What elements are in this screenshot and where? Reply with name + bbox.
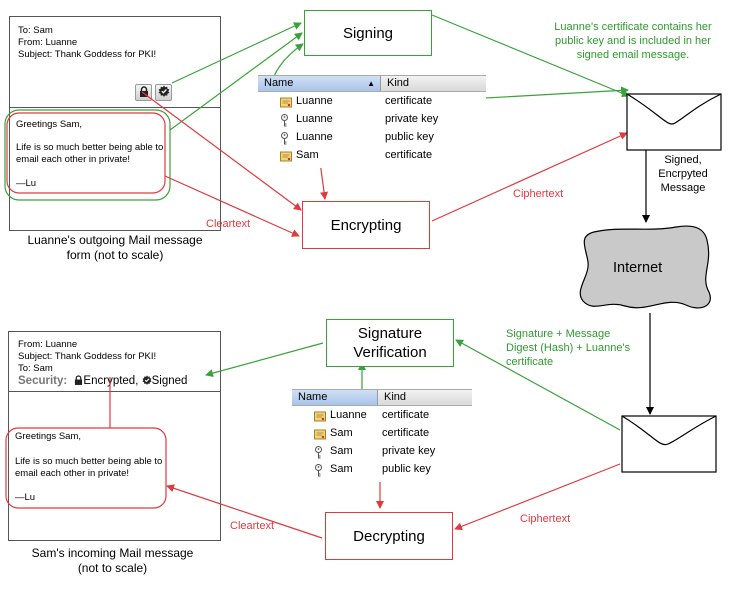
cleartext-label-top: Cleartext — [206, 218, 251, 230]
keychain-top-row[interactable]: Luanne public key — [258, 128, 486, 146]
signature-note: Signature + Message Digest (Hash) + Luan… — [506, 328, 631, 368]
certificate-icon — [314, 428, 326, 439]
keychain-top-item-name: Sam — [296, 149, 319, 161]
key-icon — [314, 445, 325, 458]
col-kind-label: Kind — [384, 391, 407, 403]
keychain-top-item-name: Luanne — [296, 95, 333, 107]
outgoing-mail-form: To: Sam From: Luanne Subject: Thank Godd… — [9, 16, 221, 231]
incoming-divider — [9, 391, 220, 392]
lock-icon — [139, 84, 149, 102]
internet-label: Internet — [613, 260, 663, 276]
outgoing-from: From: Luanne — [18, 37, 78, 48]
incoming-body: Life is so much better being able to ema… — [15, 456, 163, 479]
keychain-top-item-kind: certificate — [385, 149, 433, 161]
keychain-top-item-name: Luanne — [296, 113, 333, 125]
keychain-top-header: Name ▲ Kind — [258, 75, 486, 92]
certificate-note: Luanne's certificate contains her public… — [554, 21, 712, 61]
sign-button[interactable] — [155, 84, 172, 101]
keychain-bottom-row[interactable]: Sam public key — [292, 460, 472, 478]
col-name-label: Name — [264, 77, 294, 89]
keychain-top-item-name: Luanne — [296, 131, 333, 143]
incoming-caption: Sam's incoming Mail message (not to scal… — [31, 546, 194, 575]
keychain-bottom-row[interactable]: Luanne certificate — [292, 406, 472, 424]
signing-box: Signing — [304, 10, 432, 56]
keychain-bottom-row[interactable]: Sam private key — [292, 442, 472, 460]
col-kind-label: Kind — [387, 77, 410, 89]
keychain-bottom-row[interactable]: Sam certificate — [292, 424, 472, 442]
keychain-top-item-kind: private key — [385, 113, 439, 125]
outgoing-caption: Luanne's outgoing Mail message form (not… — [27, 233, 203, 262]
certificate-icon — [280, 150, 292, 161]
keychain-bottom-item-name: Sam — [330, 445, 353, 457]
key-icon — [280, 113, 291, 126]
incoming-greeting: Greetings Sam, — [15, 431, 81, 442]
seal-icon — [158, 84, 170, 102]
incoming-from: From: Luanne — [18, 339, 78, 350]
envelope-caption: Signed, Encrpyted Message — [658, 154, 708, 194]
envelope-bottom-shape — [621, 415, 717, 473]
decrypting-box: Decrypting — [325, 512, 453, 560]
keychain-top-kind-column[interactable]: Kind — [381, 76, 486, 91]
keychain-bottom-item-kind: private key — [382, 445, 436, 457]
signature-verification-box: Signature Verification — [326, 319, 454, 367]
keychain-bottom-item-kind: public key — [382, 463, 431, 475]
signed-status: Signed — [151, 375, 188, 387]
certificate-icon — [314, 410, 326, 421]
certificate-icon — [280, 96, 292, 107]
key-icon — [280, 131, 291, 144]
ciphertext-label-bottom: Ciphertext — [520, 513, 571, 525]
keychain-bottom-kind-column[interactable]: Kind — [378, 390, 472, 405]
key-icon — [314, 463, 325, 476]
keychain-bottom-item-kind: certificate — [382, 427, 430, 439]
lock-icon — [74, 375, 83, 389]
keychain-top-item-kind: public key — [385, 131, 434, 143]
encrypted-status: Encrypted, — [83, 375, 139, 387]
ciphertext-label-top: Ciphertext — [513, 188, 564, 200]
keychain-bottom-header: Name Kind — [292, 389, 472, 406]
incoming-mail-form: From: Luanne Subject: Thank Goddess for … — [8, 331, 221, 541]
keychain-bottom-item-kind: certificate — [382, 409, 430, 421]
encrypt-button[interactable] — [135, 84, 152, 101]
outgoing-greeting: Greetings Sam, — [16, 119, 82, 130]
verification-to-security — [205, 342, 324, 378]
encrypting-box: Encrypting — [302, 201, 430, 249]
outgoing-to: To: Sam — [18, 25, 53, 36]
keychain-bottom-name-column[interactable]: Name — [292, 390, 378, 405]
incoming-subject: Subject: Thank Goddess for PKI! — [18, 351, 157, 362]
keychain-top-name-column[interactable]: Name ▲ — [258, 76, 381, 91]
sort-arrow-icon: ▲ — [367, 79, 375, 88]
keychain-top-row[interactable]: Luanne private key — [258, 110, 486, 128]
keychain-top-row[interactable]: Sam certificate — [258, 146, 486, 164]
envelope-top-shape — [626, 93, 722, 151]
seal-icon — [142, 375, 152, 389]
security-line: Security: Encrypted, Signed — [18, 374, 187, 389]
incoming-to: To: Sam — [18, 363, 53, 374]
col-name-label: Name — [298, 391, 328, 403]
keychain-bottom-item-name: Sam — [330, 427, 353, 439]
keychain-bottom-item-name: Sam — [330, 463, 353, 475]
outgoing-signoff: —Lu — [16, 178, 37, 189]
incoming-signoff: —Lu — [15, 492, 36, 503]
security-label: Security: — [18, 375, 68, 387]
keychain-top-item-kind: certificate — [385, 95, 433, 107]
cleartext-label-bottom: Cleartext — [230, 520, 275, 532]
outgoing-body: Life is so much better being able to ema… — [16, 142, 164, 165]
outgoing-subject: Subject: Thank Goddess for PKI! — [18, 49, 157, 60]
keychain-bottom-item-name: Luanne — [330, 409, 367, 421]
keychain-top-row[interactable]: Luanne certificate — [258, 92, 486, 110]
outgoing-divider — [10, 107, 220, 108]
